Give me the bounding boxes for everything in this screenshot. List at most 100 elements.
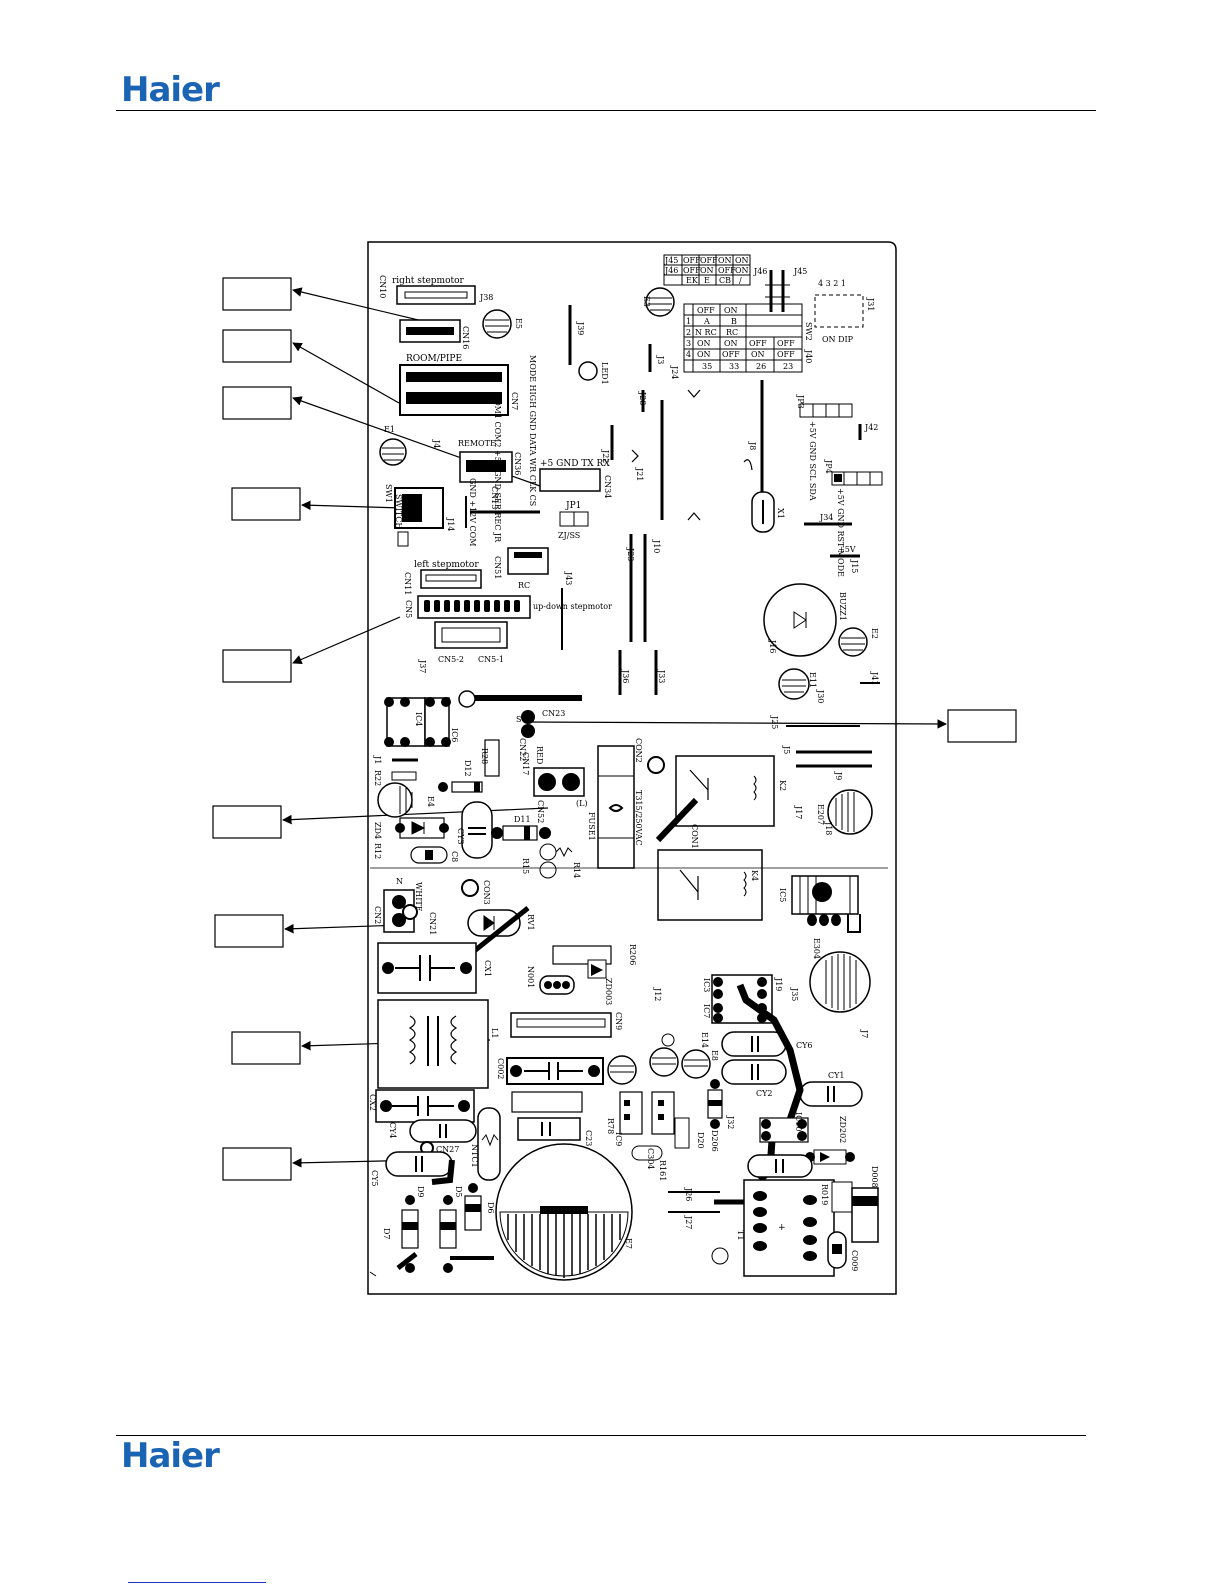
pcb-silkscreen-label: E2 (870, 628, 879, 639)
cn23-connector: CN23 CN22 S (516, 709, 565, 761)
pcb-silkscreen-label: E207 (816, 804, 825, 825)
pcb-silkscreen-label: D9 (416, 1186, 425, 1198)
pcb-silkscreen-label: ON (724, 306, 738, 315)
e11-capacitor: E11 J30 J41 (778, 668, 879, 703)
cn2-white-connector: N WHITE CN2 CN21 (373, 877, 437, 935)
fuse1: T315/250VAC FUSE1 (587, 745, 643, 869)
pcb-silkscreen-label: CON1 (690, 824, 699, 849)
pcb-silkscreen-label: CX1 (483, 960, 492, 977)
cn5-updown-stepmotor-connector: up-down stepmotor CN5 CN5-2 CN5-1 (404, 595, 612, 664)
pcb-silkscreen-label: E3 (642, 296, 651, 307)
pcb-silkscreen-label: J43 (564, 571, 573, 585)
pcb-silkscreen-label: K2 (778, 780, 787, 791)
pcb-silkscreen-label: CN34 (603, 475, 612, 498)
pcb-silkscreen-label: J21 (635, 467, 644, 481)
pcb-silkscreen-label: J22 (601, 449, 610, 463)
cy3-capacitor: CY3 (456, 801, 493, 859)
leader-1 (292, 287, 436, 325)
pcb-silkscreen-label: CN21 (428, 912, 437, 935)
mcu-chip: J21 J8 (631, 380, 764, 521)
pcb-silkscreen-label: J10 (652, 539, 661, 553)
cy2-capacitor: CY2 (721, 1059, 787, 1098)
zd4-d1: ZD4 R12 C8 (373, 817, 459, 864)
footer-link-underline[interactable] (128, 1582, 266, 1583)
pcb-silkscreen-label: +5V GND SCL SDA (808, 421, 817, 501)
callout-box-9 (231, 1031, 301, 1065)
e1-capacitor: E1 (379, 425, 407, 466)
pcb-silkscreen-label: ON (724, 339, 738, 348)
pcb-silkscreen-label: ON (697, 339, 711, 348)
pcb-silkscreen-label: ZD202 (838, 1116, 847, 1143)
d206-d20: D20 D206 J32 (696, 1079, 735, 1152)
pcb-silkscreen-label: 33 (729, 362, 739, 371)
r206-resistor: R206 ZD003 (552, 944, 637, 1005)
r14-r15-resistors: R14 R15 (521, 843, 581, 879)
cn7-pin-labels: MODE HIGH GND DATA WR CLK CS (528, 355, 537, 506)
d11-diode: D11 (491, 815, 551, 841)
leader-5 (292, 616, 401, 664)
pcb-silkscreen-label: 1 (686, 317, 691, 326)
pcb-silkscreen-label: JP1 (565, 501, 581, 511)
pcb-silkscreen-label: J8 (748, 441, 757, 450)
label-room-pipe: ROOM/PIPE (406, 354, 462, 364)
pcb-silkscreen-label: 4 3 2 1 (818, 279, 846, 288)
pcb-silkscreen-label: J15 (850, 559, 859, 573)
ic4-ic6: IC4 IC6 (384, 697, 459, 747)
pcb-silkscreen-label: OFF (749, 339, 767, 348)
pcb-silkscreen-label: CN10 (378, 275, 387, 298)
pcb-silkscreen-label: D12 (463, 760, 472, 777)
pcb-silkscreen-label: IC3 (702, 978, 711, 992)
pcb-silkscreen-label: CY1 (828, 1071, 845, 1080)
pcb-silkscreen-label: ON (718, 256, 732, 265)
callout-box-1 (222, 277, 292, 311)
pcb-silkscreen-label: CN23 (542, 709, 565, 718)
pcb-silkscreen-label: RED (535, 746, 544, 764)
svg-text:+: + (778, 1223, 786, 1233)
pcb-silkscreen-label: J38 (479, 293, 493, 302)
pcb-silkscreen-label: RC (518, 581, 530, 590)
pcb-silkscreen-label: J7 (860, 1029, 869, 1038)
cn52-cn17-red: RED CN17 CN52 (L) (521, 746, 588, 823)
callout-box-2 (222, 329, 292, 363)
pcb-silkscreen-label: E (704, 276, 710, 285)
pcb-silkscreen-label: CN17 (521, 752, 530, 775)
pcb-silkscreen-label: C304 (646, 1148, 655, 1169)
pcb-silkscreen-label: 3 (686, 339, 691, 348)
pcb-silkscreen-label: J35 (790, 987, 799, 1001)
pcb-silkscreen-label: OFF (683, 256, 701, 265)
pcb-silkscreen-label: R12 (373, 843, 382, 859)
pcb-silkscreen-label: 2 (686, 328, 691, 337)
pcb-silkscreen-label: R78 (606, 1118, 615, 1134)
pcb-silkscreen-label: C23 (584, 1130, 593, 1146)
pcb-silkscreen-label: E8 (710, 1050, 719, 1061)
cn36-remote-connector: REMOTE CN36 COM1 COM2 +5V GND SER REC JR (458, 393, 522, 543)
pcb-silkscreen-label: IC5 (778, 888, 787, 902)
pcb-silkscreen-label: CY5 (370, 1170, 379, 1187)
pcb-silkscreen-label: CN9 (614, 1012, 623, 1030)
pcb-silkscreen-label: 23 (783, 362, 793, 371)
pcb-silkscreen-label: ON DIP (822, 335, 854, 344)
right-stepmotor-connector: right stepmotor CN10 J38 (378, 275, 493, 305)
pcb-silkscreen-label: CN5-1 (478, 655, 504, 664)
pcb-silkscreen-label: J31 (866, 297, 875, 311)
pcb-silkscreen-label: ZJ/SS (558, 531, 580, 540)
board-outline (367, 241, 897, 1295)
pcb-silkscreen-label: X1 (776, 508, 785, 519)
pcb-silkscreen-label: R15 (521, 858, 530, 874)
haier-logo-top: Haier (121, 70, 220, 110)
cn13-connector: GND +12V COM CN13 (465, 478, 540, 546)
r019-d008-c009: R019 D008 C009 (820, 1166, 879, 1271)
k4-relay: K4 (657, 849, 763, 921)
x1-crystal: X1 (751, 491, 785, 533)
leader-4 (301, 500, 403, 511)
pcb-silkscreen-label: ZD4 (373, 822, 382, 839)
pcb-silkscreen-label: IC9 (614, 1132, 623, 1146)
n001-transistor: N001 (526, 966, 575, 995)
pcb-silkscreen-label: SW2 (804, 322, 813, 341)
pcb-silkscreen-label: J30 (816, 689, 825, 703)
callout-box-4 (231, 487, 301, 521)
l1-filter-inductor: L1 (377, 999, 499, 1089)
pcb-silkscreen-label: D20 (696, 1132, 705, 1149)
cx2-capacitor: CX2 (368, 1089, 475, 1123)
pcb-silkscreen-label: D11 (514, 815, 531, 824)
